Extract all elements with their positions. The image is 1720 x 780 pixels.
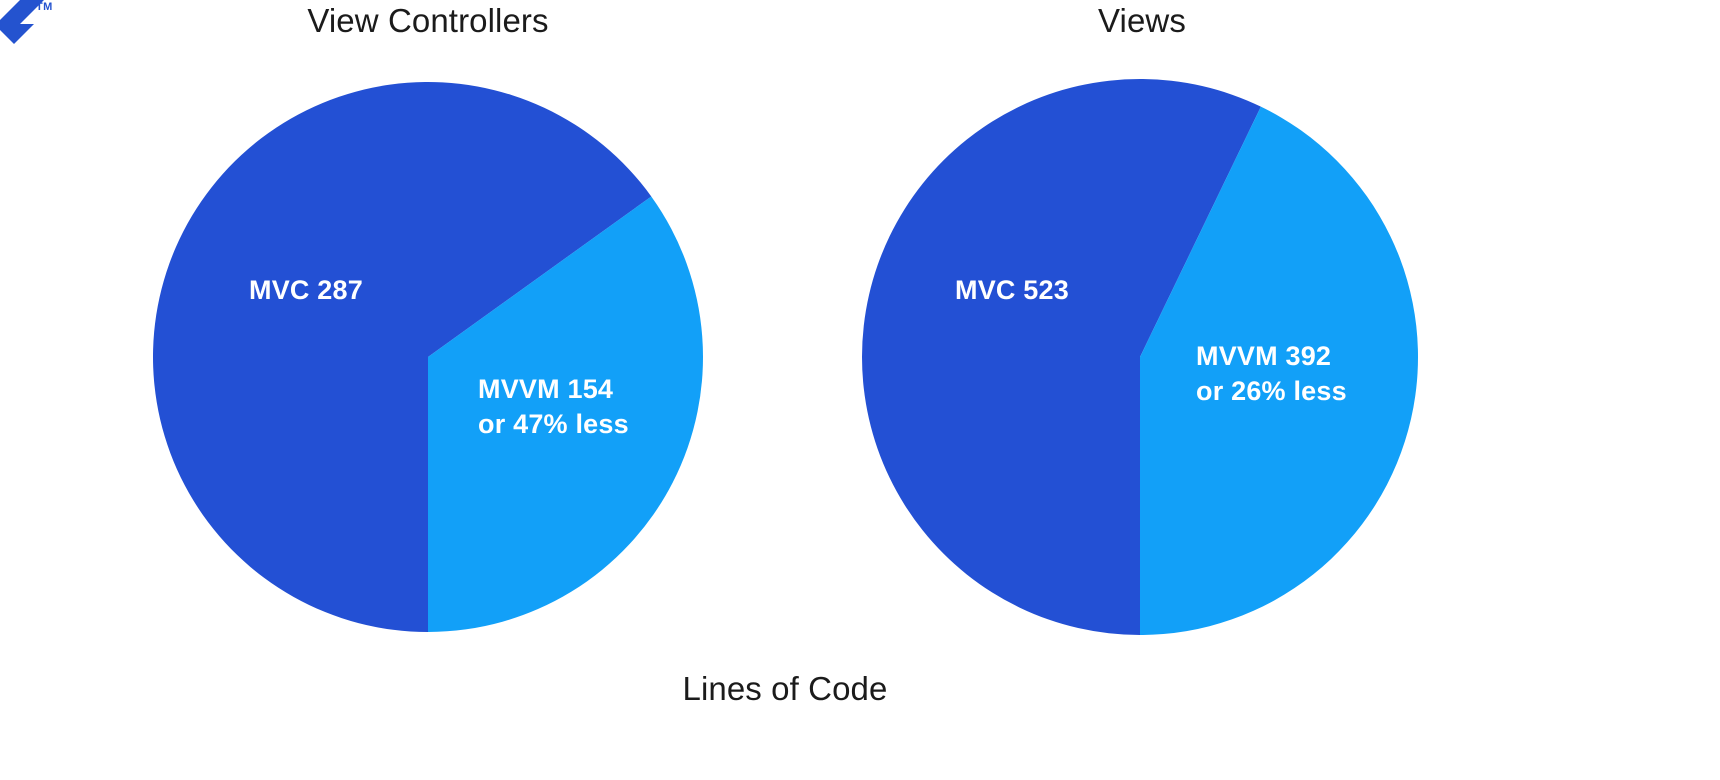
chart-axis-caption: Lines of Code [682,670,888,707]
pie-label-mvvm-view-controllers: MVVM 154 or 47% less [478,372,629,441]
chart-title-views: Views [1098,2,1186,39]
pie-label-mvvm-views: MVVM 392 or 26% less [1196,339,1347,408]
pie-slice-mvc-view-controllers[interactable] [152,81,652,632]
z-chevron-logo-icon [0,0,64,48]
pie-slice-mvvm-views[interactable] [1140,106,1419,635]
pie-label-mvc-view-controllers: MVC 287 [249,275,363,305]
pie-label-mvvm-delta-view-controllers: or 47% less [478,408,629,439]
pie-chart-views [862,78,1419,635]
pie-label-mvc-views: MVC 523 [955,275,1069,305]
pie-label-mvvm-delta-views: or 26% less [1196,375,1347,406]
trademark-symbol: TM [36,1,53,13]
pie-chart-view-controllers [152,81,703,632]
pie-slice-mvvm-view-controllers[interactable] [428,196,703,632]
pie-slice-mvc-views[interactable] [862,78,1261,635]
chart-title-view-controllers: View Controllers [307,2,549,39]
pie-label-mvvm-value-view-controllers: MVVM 154 [478,374,614,404]
pie-label-mvvm-value-views: MVVM 392 [1196,341,1332,371]
